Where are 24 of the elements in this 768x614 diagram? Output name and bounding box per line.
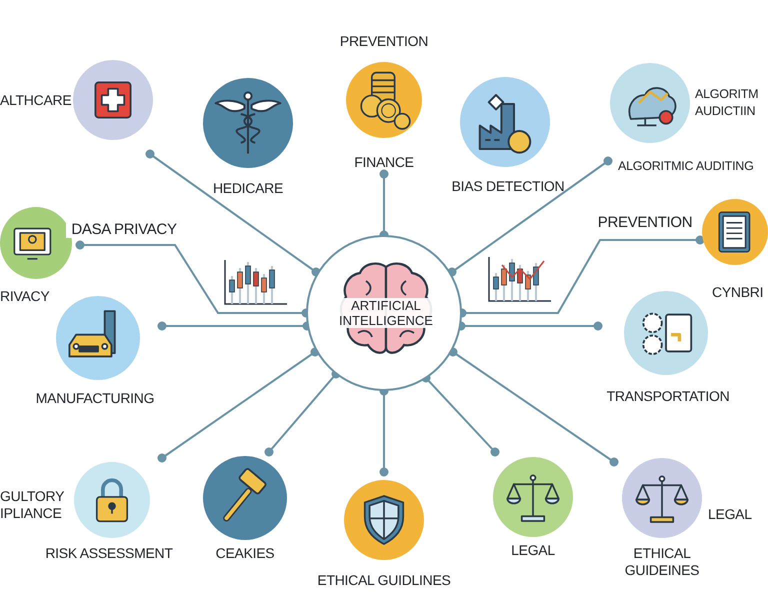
side-label: LEGAL — [708, 506, 753, 523]
connector-line — [146, 150, 320, 276]
node-label: CEAKIES — [214, 545, 276, 562]
node-label: ALTHCARE — [0, 92, 70, 109]
node-label: MANUFACTURING — [34, 390, 156, 407]
node-label: RIVACY — [0, 288, 50, 305]
connector-line — [448, 156, 612, 276]
node-label: ETHICAL GUIDLINES — [316, 572, 452, 589]
connector-line — [264, 370, 340, 456]
node-label: BIAS DETECTION — [450, 178, 566, 195]
node-label: LEGAL — [510, 542, 556, 559]
connector-line — [448, 348, 618, 466]
connector-line — [158, 348, 320, 462]
node-label: ALGORITMIC AUDITING — [618, 158, 755, 175]
node-label: TRANSPORTATION — [606, 388, 730, 405]
node-label: HEDICARE — [212, 180, 284, 197]
node-label: PREVENTION — [338, 33, 430, 50]
node-label: CYNBRI — [712, 284, 764, 301]
node-label: ETHICAL GUIDEINES — [624, 545, 700, 579]
node-label: FINANCE — [353, 154, 415, 171]
connector-line — [422, 374, 500, 456]
node-label: ALGORITM AUDICTIIN — [695, 86, 760, 120]
node-label: GULTORY IPLIANCE — [0, 488, 65, 522]
node-label: RISK ASSESSMENT — [44, 545, 174, 562]
